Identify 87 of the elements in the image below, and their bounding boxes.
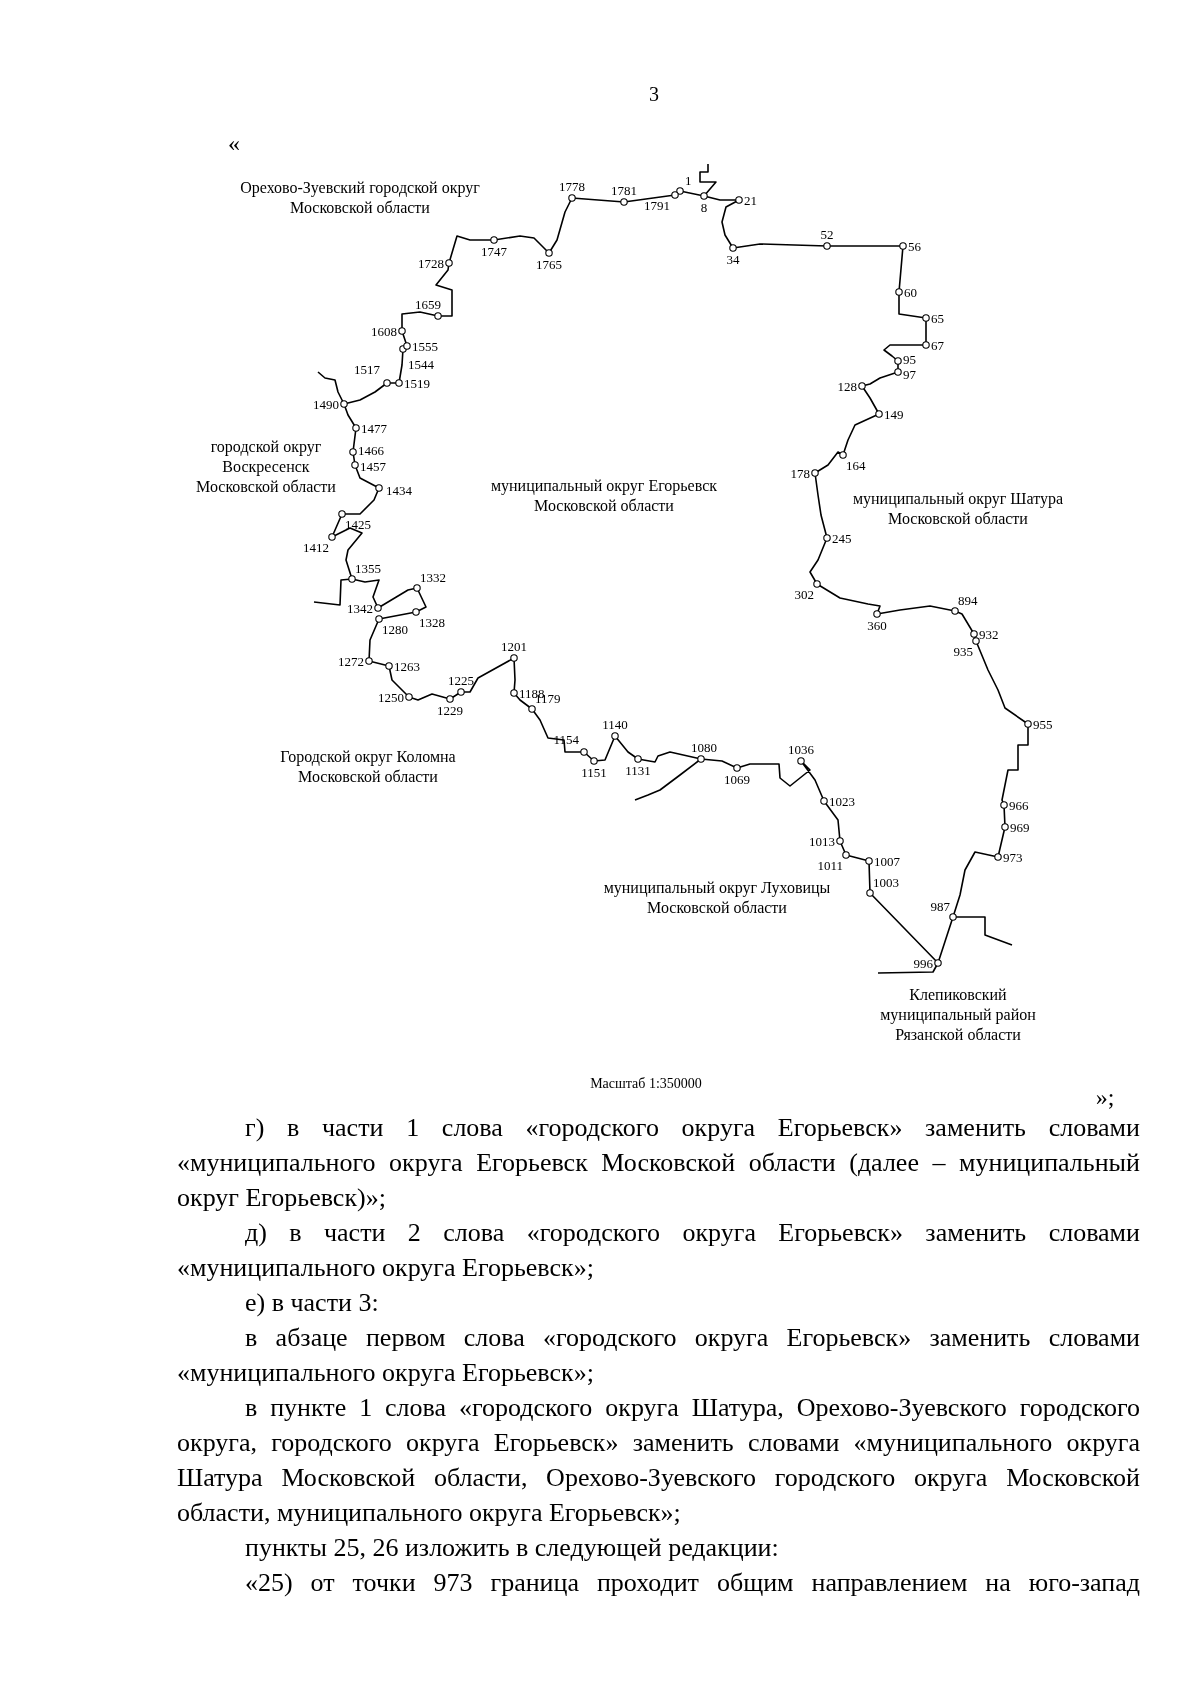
point-number: 1151 — [581, 766, 607, 779]
point-number: 1013 — [809, 834, 835, 848]
point-number: 302 — [794, 588, 814, 601]
point-number: 1608 — [371, 324, 397, 338]
point-number: 1765 — [536, 258, 562, 271]
point-number: 52 — [820, 228, 834, 241]
point-number: 60 — [904, 285, 917, 299]
quote-mark: »; — [1095, 1085, 1115, 1109]
point-number: 1457 — [360, 459, 386, 473]
point-number: 1332 — [420, 571, 446, 584]
region-label: Городской округ Коломна Московской области — [279, 747, 457, 787]
point-number: 987 — [930, 900, 950, 913]
point-number: 1007 — [874, 854, 900, 868]
region-label: муниципальный округ Луховицы Московской области — [602, 878, 832, 918]
point-number: 1011 — [817, 859, 843, 872]
point-number: 1342 — [347, 601, 373, 615]
point-number: 1229 — [437, 704, 463, 717]
quote-mark: « — [228, 131, 240, 155]
point-number: 1778 — [559, 180, 585, 193]
point-number: 1519 — [404, 376, 430, 390]
point-number: 164 — [846, 459, 866, 472]
point-number: 128 — [837, 379, 857, 393]
point-number: 973 — [1003, 850, 1023, 864]
region-label: муниципальный округ Егорьевск Московской области — [489, 476, 719, 516]
point-number: 97 — [903, 367, 916, 381]
point-number: 1490 — [313, 397, 339, 411]
point-number: 34 — [726, 253, 740, 266]
paragraph: пункты 25, 26 изложить в следующей редакции: — [244, 1532, 780, 1564]
point-number: 1544 — [408, 358, 434, 371]
point-number: 1747 — [481, 245, 507, 258]
point-number: 1 — [685, 174, 692, 187]
paragraph: в абзаце первом слова «городского округа Егорьевск» заменить словами «муниципального округа Егорьевск»; — [177, 1322, 1140, 1389]
point-number: 1659 — [415, 298, 441, 311]
page-number: 3 — [649, 84, 659, 104]
point-number: 360 — [867, 619, 887, 632]
point-number: 1250 — [378, 690, 404, 704]
region-label: Орехово-Зуевский городской округ Московской области — [239, 178, 481, 218]
paragraph: «25) от точки 973 граница проходит общим направлением на юго-запад — [244, 1567, 1140, 1599]
region-label: муниципальный округ Шатура Московской области — [851, 489, 1065, 529]
point-number: 1425 — [345, 518, 371, 531]
point-number: 56 — [908, 239, 921, 253]
point-number: 1036 — [788, 743, 814, 756]
point-number: 932 — [979, 627, 999, 641]
point-number: 1412 — [303, 541, 329, 554]
point-number: 1517 — [354, 363, 380, 376]
point-number: 1477 — [361, 421, 387, 435]
point-number: 1434 — [386, 483, 412, 497]
point-number: 21 — [744, 193, 757, 207]
point-number: 966 — [1009, 798, 1029, 812]
point-number: 1791 — [644, 199, 670, 212]
point-number: 95 — [903, 352, 916, 366]
point-number: 65 — [931, 311, 944, 325]
point-number: 1280 — [382, 623, 408, 636]
point-number: 1355 — [355, 562, 381, 575]
point-number: 67 — [931, 338, 944, 352]
scale-note: Масштаб 1:350000 — [590, 1077, 702, 1091]
point-number: 1080 — [691, 741, 717, 754]
point-number: 1140 — [602, 718, 628, 731]
point-number: 1131 — [625, 764, 651, 777]
point-number: 1272 — [338, 654, 364, 668]
point-number: 969 — [1010, 820, 1030, 834]
point-number: 1466 — [358, 443, 384, 457]
point-number: 1555 — [412, 339, 438, 353]
point-number: 245 — [832, 531, 852, 545]
point-number: 996 — [913, 956, 933, 970]
point-number: 1003 — [873, 876, 899, 889]
paragraph: д) в части 2 слова «городского округа Егорьевск» заменить словами «муниципального округа Егорьевск»; — [177, 1217, 1140, 1284]
point-number: 894 — [958, 594, 978, 607]
point-number: 955 — [1033, 717, 1053, 731]
point-number: 178 — [790, 466, 810, 480]
paragraph: г) в части 1 слова «городского округа Егорьевск» заменить словами «муниципального округа Егорьевск Московской области (далее – муниципальный округ Егорьевск)»; — [177, 1112, 1140, 1214]
point-number: 1225 — [448, 674, 474, 687]
paragraph: в пункте 1 слова «городского округа Шатура, Орехово-Зуевского городского округа, городского округа Егорьевск» заменить словами «муниципального округа Шатура Московской области, Орехово-Зуевского городского округа Московской области, муниципального округа Егорьевск»; — [177, 1392, 1140, 1529]
point-number: 1781 — [611, 184, 637, 197]
point-number: 1328 — [419, 616, 445, 629]
paragraph: е) в части 3: — [244, 1287, 380, 1319]
point-number: 1263 — [394, 659, 420, 673]
point-number: 1201 — [501, 640, 527, 653]
point-number: 935 — [953, 645, 973, 658]
region-label: Клепиковский муниципальный район Рязанской области — [879, 985, 1037, 1045]
point-number: 1728 — [418, 256, 444, 270]
point-number: 1154 — [553, 733, 579, 746]
point-number: 1023 — [829, 794, 855, 808]
point-number: 8 — [700, 201, 708, 214]
point-number: 149 — [884, 407, 904, 421]
point-number: 1069 — [724, 773, 750, 786]
region-label: городской округ Воскресенск Московской области — [195, 437, 337, 497]
